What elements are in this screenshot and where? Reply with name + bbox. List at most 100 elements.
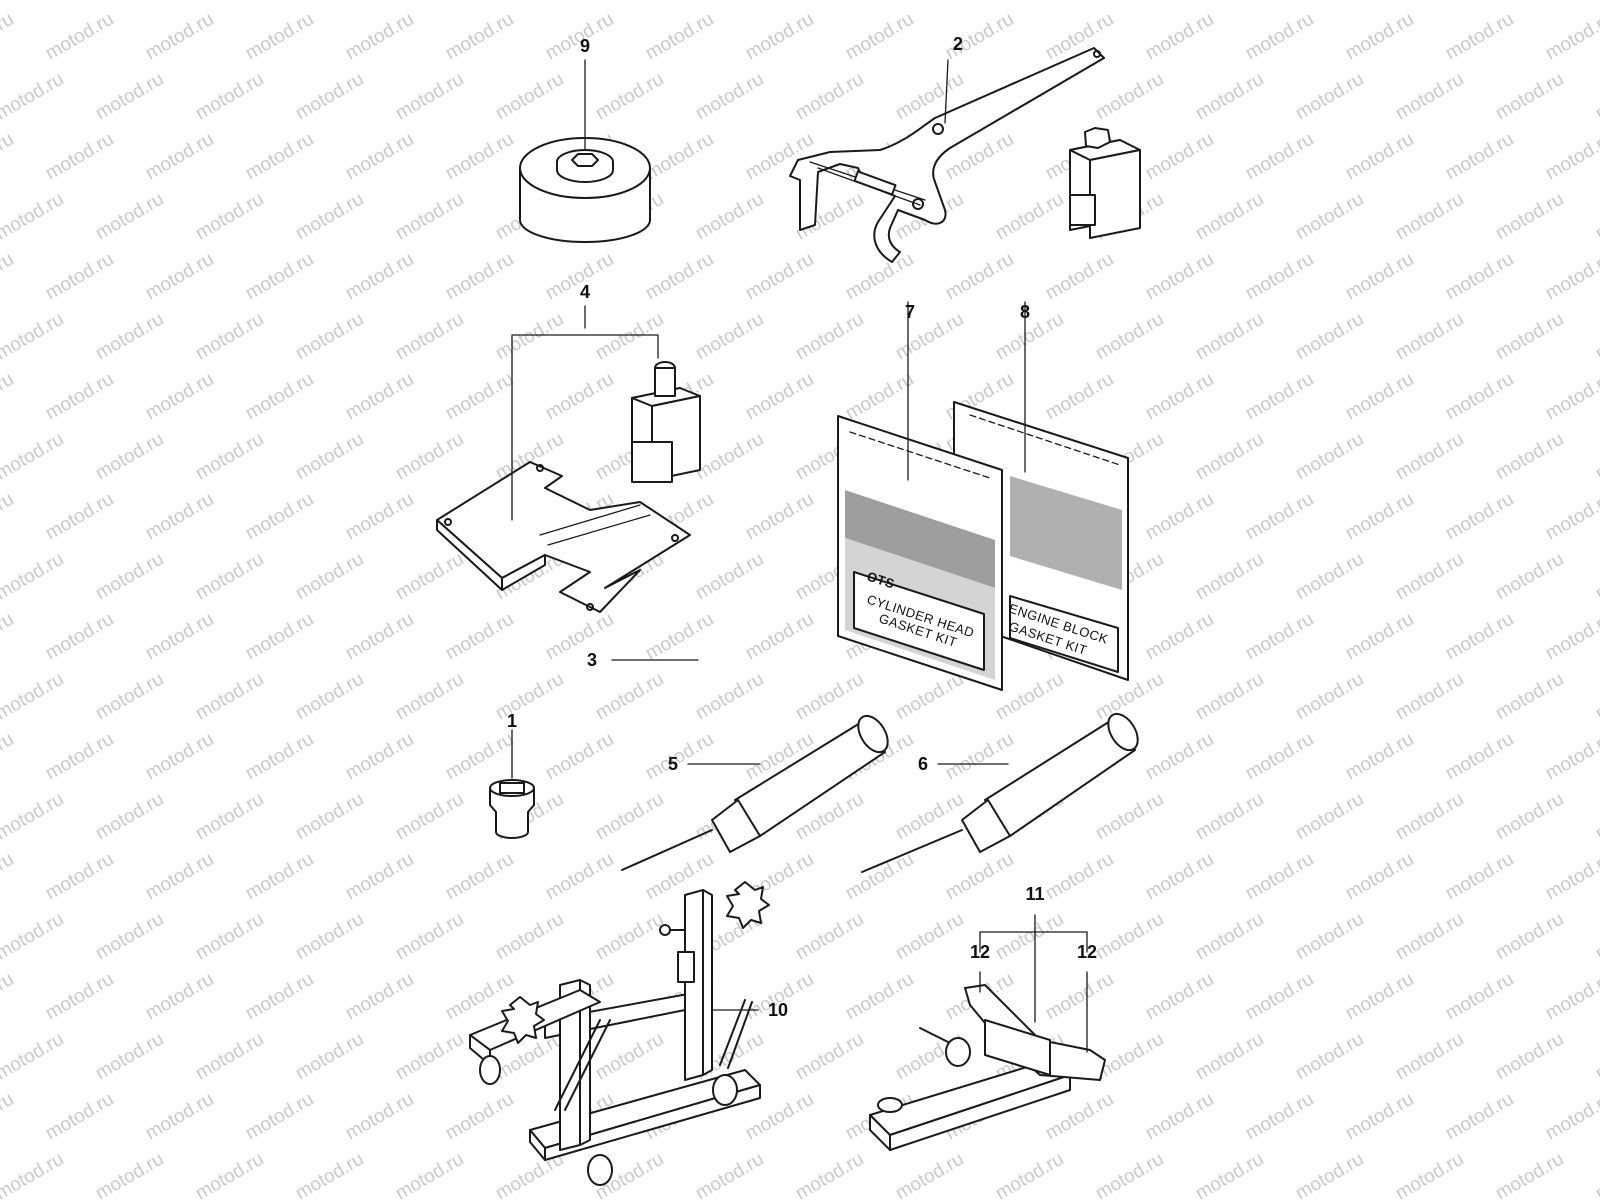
watermark-text: motod.ru [642,129,717,185]
watermark-text: motod.ru [0,1029,67,1085]
watermark-text: motod.ru [1042,849,1117,905]
watermark-text: motod.ru [442,369,517,425]
tool-2-clamp [1069,127,1141,239]
watermark-text: motod.ru [1492,789,1567,845]
watermark-text: motod.ru [1392,69,1467,125]
gasket-bag-left: OTS CYLINDER HEAD GASKET KIT [837,301,1003,691]
watermark-text: motod.ru [1442,729,1517,785]
watermark-text: motod.ru [492,909,567,965]
watermark-text: motod.ru [1542,249,1600,305]
watermark-text: motod.ru [592,0,667,4]
watermark-text: motod.ru [742,489,817,545]
watermark-text: motod.ru [1042,1089,1117,1145]
watermark-text: motod.ru [1092,1029,1167,1085]
watermark-text: motod.ru [0,789,67,845]
tool-10-engine-stand [469,881,770,1186]
watermark-text: motod.ru [992,189,1067,245]
watermark-text: motod.ru [1192,549,1267,605]
watermark-text: motod.ru [0,129,17,185]
watermark-text: motod.ru [1292,549,1367,605]
watermark-text: motod.ru [92,429,167,485]
watermark-text: motod.ru [242,969,317,1025]
watermark-text: motod.ru [292,189,367,245]
watermark-text: motod.ru [192,1029,267,1085]
watermark-text: motod.ru [1492,69,1567,125]
watermark-text: motod.ru [392,0,467,4]
watermark-text: motod.ru [1392,1029,1467,1085]
watermark-text: motod.ru [242,249,317,305]
watermark-text: motod.ru [1442,1089,1517,1145]
watermark-text: motod.ru [242,129,317,185]
watermark-text: motod.ru [742,9,817,65]
callout-8: 8 [1020,302,1030,322]
watermark-text: motod.ru [1542,129,1600,185]
watermark-text: motod.ru [792,1029,867,1085]
watermark-text: motod.ru [442,849,517,905]
watermark-text: motod.ru [1542,489,1600,545]
watermark-text: motod.ru [342,1089,417,1145]
watermark-text: motod.ru [892,669,967,725]
watermark-text: motod.ru [1192,1149,1267,1200]
watermark-text: motod.ru [0,369,17,425]
watermark-text: motod.ru [542,609,617,665]
watermark-text: motod.ru [542,729,617,785]
watermark-text: motod.ru [342,609,417,665]
watermark-text: motod.ru [1392,669,1467,725]
watermark-text: motod.ru [1342,729,1417,785]
watermark-text: motod.ru [292,0,367,4]
watermark-text: motod.ru [1092,909,1167,965]
watermark-text: motod.ru [392,549,467,605]
callout-7: 7 [905,302,915,322]
watermark-text: motod.ru [892,0,967,4]
watermark-text: motod.ru [1142,129,1217,185]
watermark-text: motod.ru [1342,489,1417,545]
watermark-text: motod.ru [242,1089,317,1145]
watermark-text: motod.ru [1242,729,1317,785]
watermark-text: motod.ru [1492,1149,1567,1200]
watermark-text: motod.ru [892,789,967,845]
watermark-text: motod.ru [442,609,517,665]
watermark-text: motod.ru [242,369,317,425]
watermark-text: motod.ru [1242,1089,1317,1145]
watermark-text: motod.ru [0,549,67,605]
watermark-text: motod.ru [1392,429,1467,485]
watermark-text: motod.ru [142,969,217,1025]
watermark-text: motod.ru [192,69,267,125]
watermark-text: motod.ru [1392,309,1467,365]
watermark-text: motod.ru [242,9,317,65]
watermark-text: motod.ru [292,789,367,845]
watermark-text: motod.ru [1392,1149,1467,1200]
watermark-text: motod.ru [1542,729,1600,785]
watermark-text: motod.ru [1592,669,1600,725]
tool-6-sealant-tube [861,712,1139,873]
tool-5-sealant-tube [621,714,889,871]
watermark-text: motod.ru [1592,1029,1600,1085]
watermark-text: motod.ru [92,549,167,605]
watermark-text: motod.ru [1142,609,1217,665]
watermark-text: motod.ru [392,69,467,125]
watermark-text: motod.ru [1492,429,1567,485]
watermark-text: motod.ru [1592,909,1600,965]
watermark-text: motod.ru [1192,1029,1267,1085]
watermark-text: motod.ru [342,489,417,545]
watermark-text: motod.ru [1542,369,1600,425]
watermark-text: motod.ru [1392,549,1467,605]
watermark-text: motod.ru [92,189,167,245]
watermark-text: motod.ru [42,9,117,65]
watermark-text: motod.ru [642,729,717,785]
tool-4-support-plate [436,461,691,613]
watermark-text: motod.ru [1092,789,1167,845]
watermark-text: motod.ru [642,249,717,305]
watermark-text: motod.ru [292,909,367,965]
watermark-text: motod.ru [1342,1089,1417,1145]
watermark-text: motod.ru [442,9,517,65]
watermark-text: motod.ru [1142,249,1217,305]
watermark-text: motod.ru [1242,369,1317,425]
watermark-text: motod.ru [492,309,567,365]
watermark-text: motod.ru [42,1089,117,1145]
watermark-text: motod.ru [742,609,817,665]
watermark-text: motod.ru [542,849,617,905]
watermark-text: motod.ru [1592,69,1600,125]
watermark-text: motod.ru [1192,189,1267,245]
watermark-text: motod.ru [692,309,767,365]
